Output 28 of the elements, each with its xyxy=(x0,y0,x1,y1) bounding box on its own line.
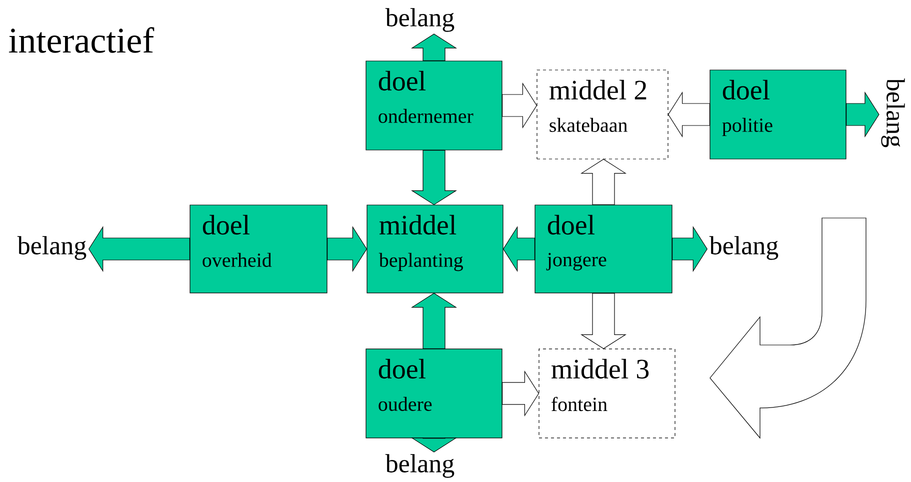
title: interactief xyxy=(8,27,154,53)
block-arrow xyxy=(410,150,458,206)
goal-box: doel overheid xyxy=(190,204,328,294)
block-arrow xyxy=(502,370,540,417)
bare-label: belang xyxy=(385,8,454,32)
block-arrow xyxy=(410,34,458,61)
bare-label: belang xyxy=(385,454,454,478)
block-arrow xyxy=(672,226,708,272)
block-arrow xyxy=(846,91,880,138)
goal-box: doel ondernemer xyxy=(366,60,502,150)
block-arrow xyxy=(502,82,538,129)
block-arrow xyxy=(327,226,368,272)
means-box: middel 2 skatebaan xyxy=(536,70,668,160)
bare-label: belang xyxy=(17,236,86,260)
block-arrow xyxy=(580,158,627,205)
goal-box: middel beplanting xyxy=(366,204,504,294)
block-arrow xyxy=(88,226,190,272)
bare-label: belang xyxy=(709,236,778,260)
goal-box: doel oudere xyxy=(366,348,502,438)
block-arrow xyxy=(580,293,627,350)
bare-label: belang xyxy=(881,78,905,148)
block-arrow xyxy=(502,226,535,272)
block-arrow xyxy=(668,91,710,138)
means-box: middel 3 fontein xyxy=(538,348,676,438)
block-arrow xyxy=(410,438,458,452)
goal-box: doel jongere xyxy=(534,204,672,294)
block-arrow xyxy=(410,292,458,349)
goal-box: doel politie xyxy=(710,70,846,160)
